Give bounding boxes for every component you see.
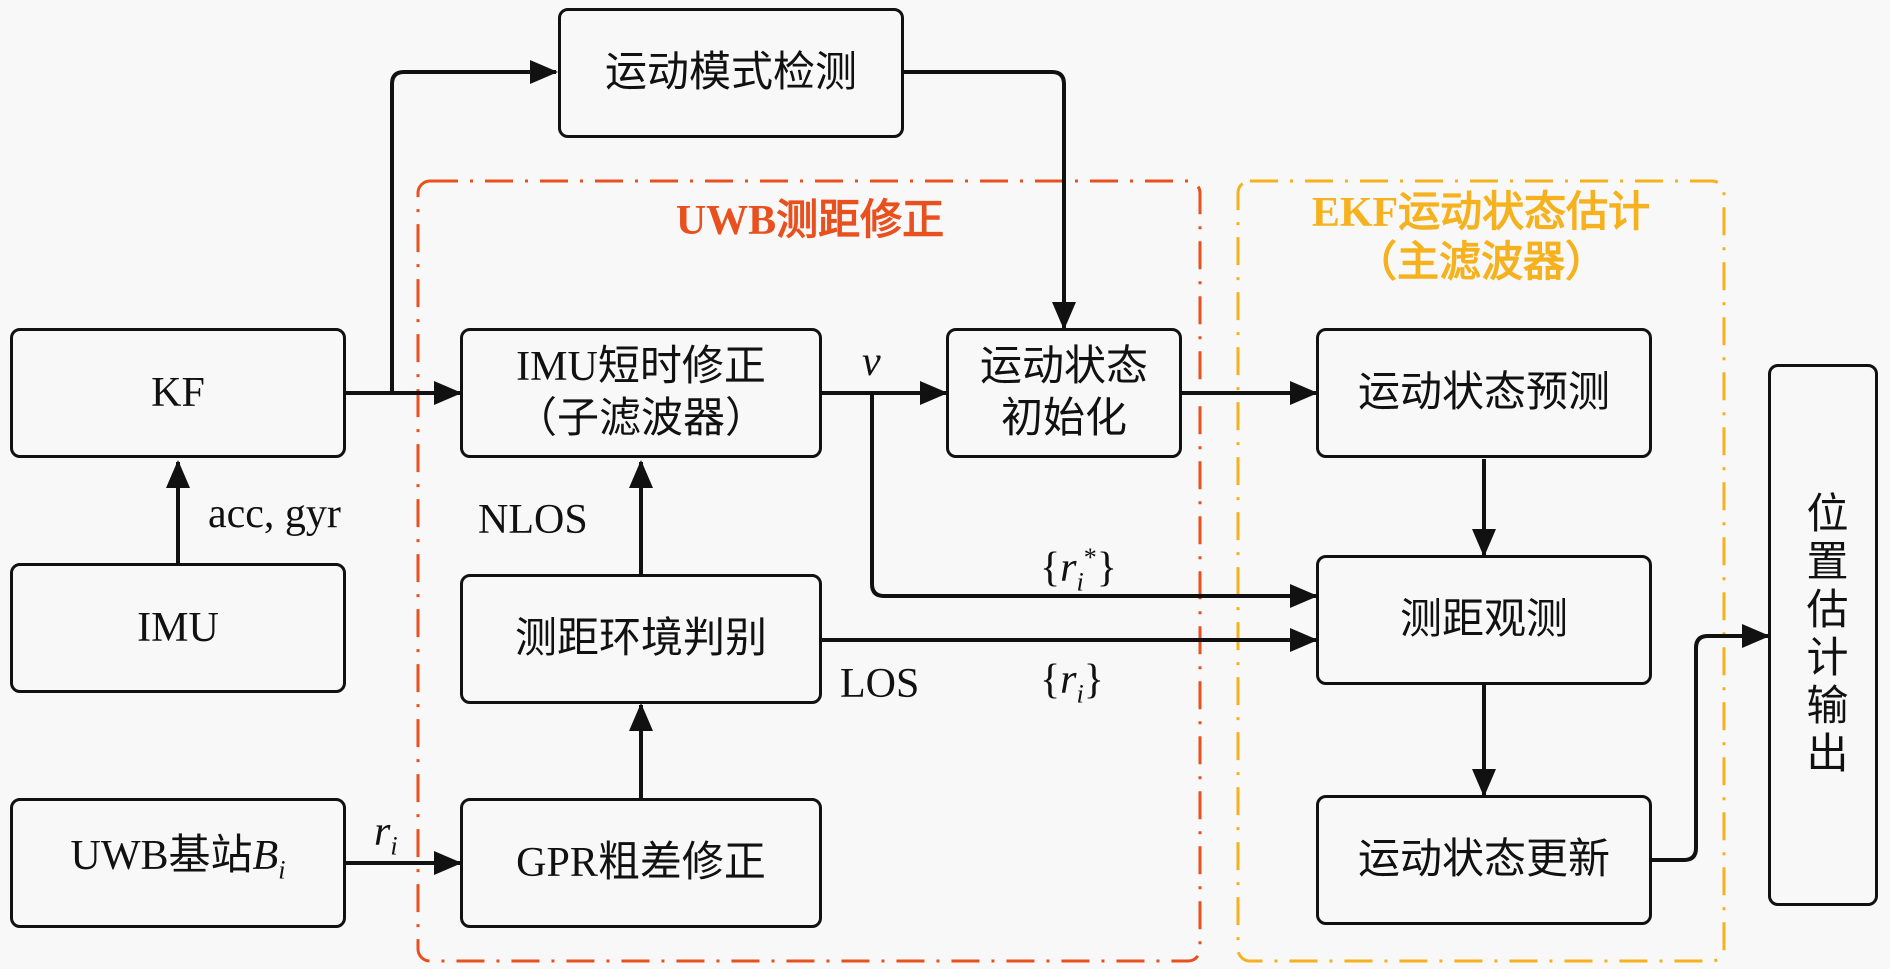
arrow-kf-to-motion-mode xyxy=(390,60,558,393)
state-init-line1: 运动状态 xyxy=(979,344,1148,390)
r-symbol: r xyxy=(1060,657,1077,703)
r-subscript: i xyxy=(1076,679,1084,709)
brace-close: } xyxy=(1096,545,1117,591)
nlos-label: NLOS xyxy=(478,497,588,543)
r-symbol: r xyxy=(374,809,391,855)
gpr-correction-box: GPR粗差修正 xyxy=(460,798,822,928)
uwb-station-var: B xyxy=(252,832,279,879)
uwb-station-box: UWB基站Bi xyxy=(10,798,346,928)
gpr-correction-label: GPR粗差修正 xyxy=(516,840,766,886)
ekf-group-title: EKF运动状态估计 （主滤波器） xyxy=(1250,188,1712,288)
uwb-group-title: UWB测距修正 xyxy=(675,198,945,244)
r-subscript: i xyxy=(1076,567,1084,597)
arrow-motion-mode-to-init xyxy=(904,70,1076,330)
imu-label: IMU xyxy=(137,605,219,651)
brace-open: { xyxy=(1040,657,1061,703)
brace-close: } xyxy=(1083,657,1104,703)
r-symbol: r xyxy=(1060,545,1077,591)
range-env-judgment-box: 测距环境判别 xyxy=(460,574,822,704)
imu-short-correction-line1: IMU短时修正 xyxy=(516,344,766,390)
los-label: LOS xyxy=(840,661,920,707)
uwb-group-frame xyxy=(416,179,1202,963)
position-output-box: 位置估计输出 xyxy=(1768,364,1878,906)
uwb-station-text: UWB基站 xyxy=(70,832,253,879)
state-update-label: 运动状态更新 xyxy=(1357,837,1610,883)
range-observation-box: 测距观测 xyxy=(1316,555,1652,685)
imu-short-correction-line2: （子滤波器） xyxy=(514,396,767,442)
r-i-uwb-label: ri xyxy=(374,808,398,870)
r-i-set-label: {ri} xyxy=(1040,656,1104,718)
position-output-label: 位置估计输出 xyxy=(1800,491,1846,779)
imu-box: IMU xyxy=(10,563,346,693)
state-init-box: 运动状态 初始化 xyxy=(946,328,1182,458)
ekf-group-frame xyxy=(1236,179,1726,963)
v-label: v xyxy=(862,339,881,385)
motion-mode-detection-label: 运动模式检测 xyxy=(604,50,857,96)
ekf-group-title-line2: （主滤波器） xyxy=(1354,240,1607,286)
arrow-v-to-range-obs xyxy=(870,393,1318,608)
state-predict-box: 运动状态预测 xyxy=(1316,328,1652,458)
brace-open: { xyxy=(1040,545,1061,591)
r-i-star-label: {ri*} xyxy=(1040,534,1117,606)
kf-box: KF xyxy=(10,328,346,458)
range-env-judgment-label: 测距环境判别 xyxy=(514,616,767,662)
imu-short-correction-box: IMU短时修正 （子滤波器） xyxy=(460,328,822,458)
uwb-station-label: UWB基站Bi xyxy=(71,830,286,896)
r-subscript: i xyxy=(390,831,398,861)
acc-gyr-label: acc, gyr xyxy=(208,491,341,537)
state-init-line2: 初始化 xyxy=(1000,396,1127,442)
ekf-group-title-line1: EKF运动状态估计 xyxy=(1311,190,1651,236)
state-predict-label: 运动状态预测 xyxy=(1357,370,1610,416)
motion-mode-detection-box: 运动模式检测 xyxy=(558,8,904,138)
state-update-box: 运动状态更新 xyxy=(1316,795,1652,925)
uwb-station-sub: i xyxy=(278,855,286,885)
range-observation-label: 测距观测 xyxy=(1399,597,1568,643)
kf-label: KF xyxy=(151,370,205,416)
arrow-update-to-output xyxy=(1652,624,1770,862)
star-superscript: * xyxy=(1083,543,1097,572)
